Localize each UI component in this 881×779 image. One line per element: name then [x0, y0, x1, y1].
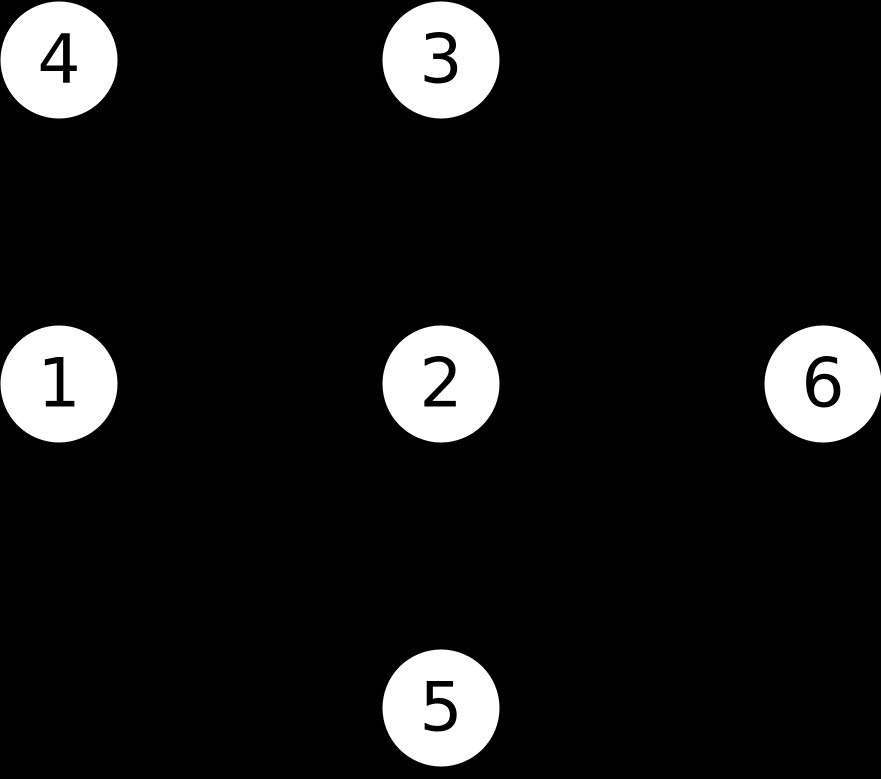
node-label: 1 — [37, 344, 81, 423]
graph-node-5: 5 — [382, 649, 500, 767]
graph-node-1: 1 — [0, 325, 118, 443]
graph-node-6: 6 — [764, 325, 881, 443]
node-label: 5 — [419, 668, 463, 747]
node-label: 4 — [37, 20, 81, 99]
node-label: 6 — [801, 344, 845, 423]
graph-node-4: 4 — [0, 1, 118, 119]
node-label: 3 — [419, 20, 463, 99]
node-label: 2 — [419, 344, 463, 423]
graph-node-2: 2 — [382, 325, 500, 443]
graph-node-3: 3 — [382, 1, 500, 119]
